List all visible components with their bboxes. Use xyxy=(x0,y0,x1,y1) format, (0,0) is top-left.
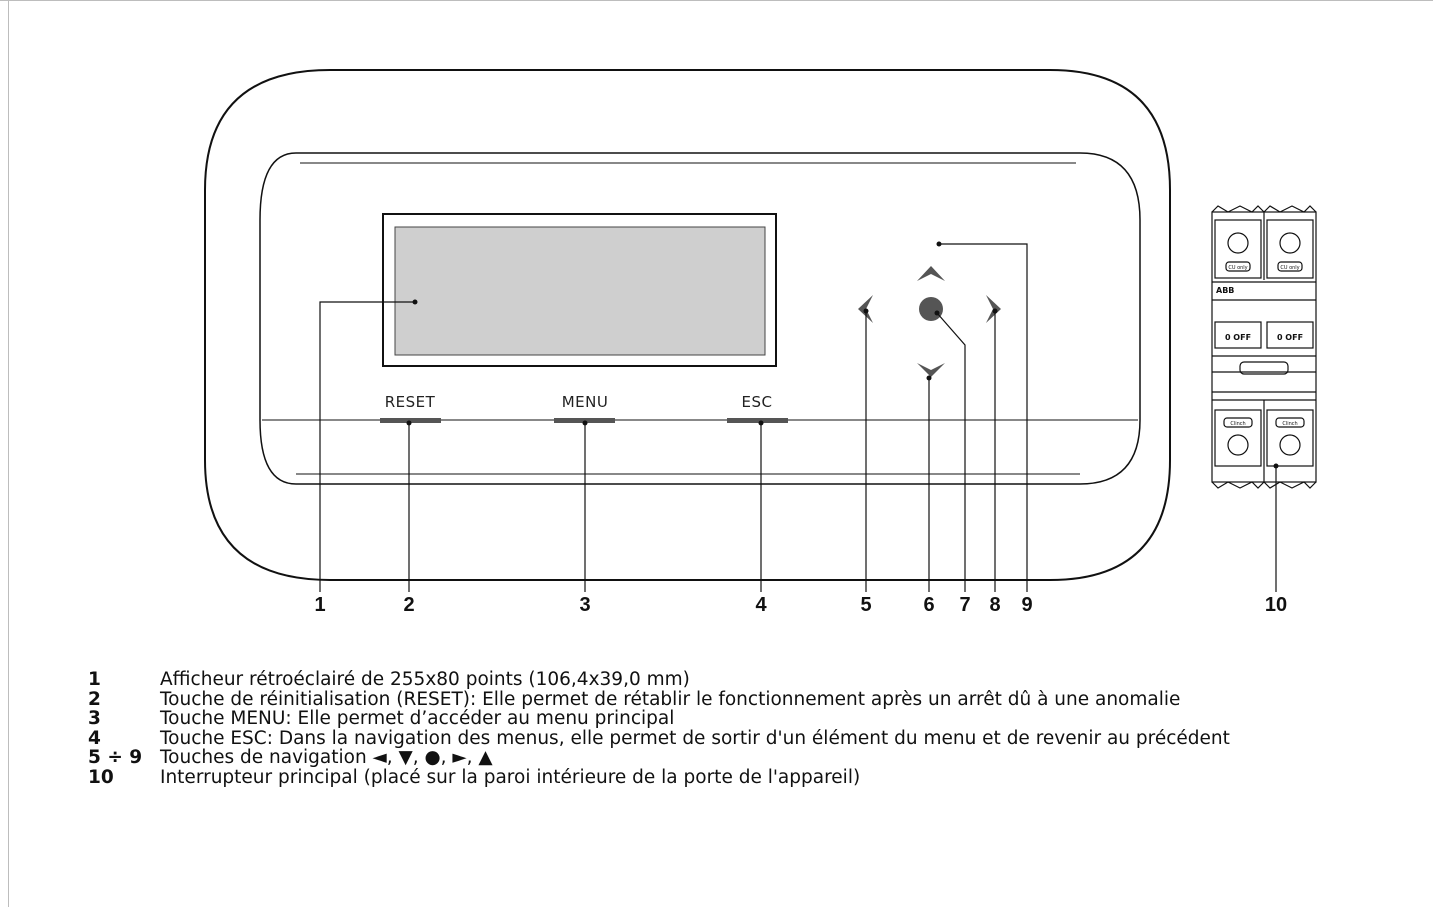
panel-bezel xyxy=(259,152,1141,485)
legend-row: 3 Touche MENU: Elle permet d’accéder au … xyxy=(88,709,1230,729)
legend-row: 4 Touche ESC: Dans la navigation des men… xyxy=(88,727,1230,749)
legend-text: Touche MENU: Elle permet d’accéder au me… xyxy=(160,708,675,729)
breaker-switch-label-left: 0 OFF xyxy=(1225,333,1251,342)
callout-2: 2 xyxy=(403,594,415,616)
leader-dots xyxy=(406,241,1279,469)
ok-button-icon xyxy=(919,297,943,321)
panel-housing xyxy=(204,69,1171,581)
esc-key-label: ESC xyxy=(717,393,797,411)
callout-6: 6 xyxy=(923,594,935,616)
leader-1 xyxy=(319,301,415,592)
leader-7 xyxy=(936,312,966,592)
esc-key xyxy=(727,418,788,423)
legend: 1 Afficheur rétroéclairé de 255x80 point… xyxy=(88,670,1230,787)
legend-text: Touches de navigation ◄, ▼, ●, ►, ▲ xyxy=(160,747,493,768)
page-top-border xyxy=(0,0,1433,1)
callout-8: 8 xyxy=(989,594,1001,616)
callout-7: 7 xyxy=(959,594,971,616)
reset-key xyxy=(380,418,441,423)
legend-row: 1 Afficheur rétroéclairé de 255x80 point… xyxy=(88,670,1230,690)
callout-4: 4 xyxy=(755,594,767,616)
callout-3: 3 xyxy=(579,594,591,616)
legend-number: 2 xyxy=(88,688,101,710)
legend-text: Interrupteur principal (placé sur la par… xyxy=(160,766,861,788)
down-arrow-icon xyxy=(917,363,945,377)
legend-number: 4 xyxy=(88,727,101,749)
breaker-brand: ABB xyxy=(1216,286,1234,295)
breaker-top-label-right: CU only xyxy=(1280,265,1299,271)
legend-text: Afficheur rétroéclairé de 255x80 points … xyxy=(160,669,690,690)
callout-5: 5 xyxy=(860,594,872,616)
callout-9: 9 xyxy=(1021,594,1033,616)
up-arrow-icon xyxy=(917,266,945,281)
leader-9 xyxy=(939,243,1028,592)
display-screen xyxy=(394,226,766,356)
legend-text: Touche ESC: Dans la navigation des menus… xyxy=(160,727,1230,749)
breaker-switch-label-right: 0 OFF xyxy=(1277,333,1303,342)
legend-row: 5 ÷ 9 Touches de navigation ◄, ▼, ●, ►, … xyxy=(88,748,1230,768)
breaker-top-label-left: CU only xyxy=(1228,265,1247,271)
breaker-bottom-label-right: Clinch xyxy=(1282,421,1297,427)
breaker-bottom-label-left: Clinch xyxy=(1230,421,1245,427)
leader-lines xyxy=(319,243,1277,592)
legend-number: 3 xyxy=(88,708,101,729)
menu-key xyxy=(554,418,615,423)
callout-1: 1 xyxy=(314,594,326,616)
main-switch-breaker xyxy=(1211,205,1317,489)
callout-10: 10 xyxy=(1264,594,1288,616)
menu-key-label: MENU xyxy=(545,393,625,411)
legend-number: 10 xyxy=(88,766,114,788)
legend-row: 2 Touche de réinitialisation (RESET): El… xyxy=(88,688,1230,710)
legend-number: 5 ÷ 9 xyxy=(88,747,143,768)
legend-row: 10 Interrupteur principal (placé sur la … xyxy=(88,766,1230,788)
legend-text: Touche de réinitialisation (RESET): Elle… xyxy=(160,688,1181,710)
reset-key-label: RESET xyxy=(370,393,450,411)
legend-number: 1 xyxy=(88,669,101,690)
page-left-border xyxy=(8,0,9,907)
